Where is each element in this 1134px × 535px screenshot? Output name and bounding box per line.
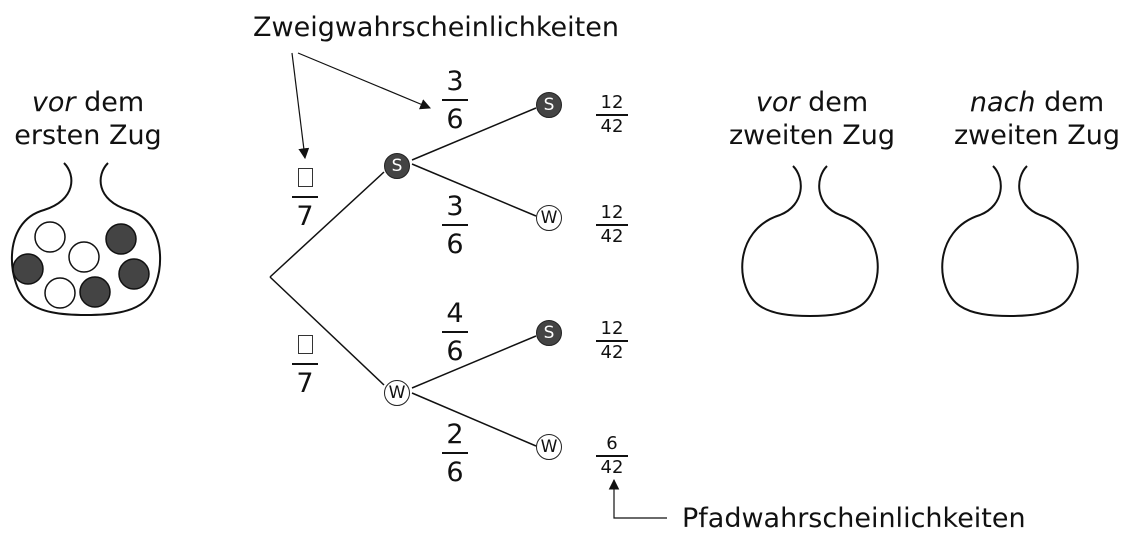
node-first-s: S [384,153,410,179]
fraction-first-s-numerator [297,165,313,196]
arrow-to-first-level [291,52,310,160]
path-probabilities-label: Pfadwahrscheinlichkeiten [682,503,1026,534]
fraction-ss: 3 6 [442,68,468,133]
path-ss-numerator: 12 [600,92,624,113]
urn-second-caption: vor dem zweiten Zug [712,86,912,152]
arrow-to-second-level [297,52,431,110]
fraction-ws: 4 6 [442,300,468,365]
fraction-first-s: 7 [292,165,318,230]
urn-third-caption-line1: nach dem [969,87,1105,118]
urn-first-caption-line1: vor dem [31,87,145,118]
urn-first-outline [11,162,161,317]
urn-first-caption: vor dem ersten Zug [0,86,176,152]
fraction-sw-numerator: 3 [446,191,464,222]
ball-black [12,253,44,285]
branch-w-s [411,335,537,389]
node-ws: S [536,320,562,346]
node-ww: W [536,434,562,460]
path-ww-numerator: 6 [606,433,618,454]
path-sw-denominator: 42 [600,226,624,247]
blank-box [297,168,313,187]
ball-black [118,258,150,290]
path-probability-ws: 12 42 [596,320,628,362]
fraction-bar [596,455,628,457]
path-ww-denominator: 42 [600,457,624,478]
fraction-ww: 2 6 [442,421,468,486]
fraction-first-w-numerator [297,332,313,363]
fraction-bar [442,224,468,226]
ball-white [68,241,100,273]
path-ws-denominator: 42 [600,342,624,363]
fraction-ss-numerator: 3 [446,66,464,97]
fraction-bar [292,196,318,198]
fraction-ww-denominator: 6 [446,457,464,488]
blank-box [297,335,313,354]
path-probability-sw: 12 42 [596,204,628,246]
fraction-bar [292,363,318,365]
fraction-first-w-denominator: 7 [296,368,314,399]
fraction-ws-denominator: 6 [446,336,464,367]
urn-third-caption: nach dem zweiten Zug [940,86,1134,152]
fraction-ww-numerator: 2 [446,419,464,450]
branch-root-s [269,171,385,278]
branch-s-w [411,163,537,217]
ball-white [34,221,66,253]
fraction-ws-numerator: 4 [446,298,464,329]
node-ss: S [536,92,562,118]
path-ss-denominator: 42 [600,116,624,137]
urn-third-caption-line2: zweiten Zug [953,120,1120,151]
urn-second-caption-line1: vor dem [755,87,869,118]
fraction-bar [596,224,628,226]
branch-probabilities-label: Zweigwahrscheinlichkeiten [253,12,619,43]
branch-w-w [411,392,537,447]
path-sw-numerator: 12 [600,202,624,223]
urn-second-outline [741,165,879,318]
node-first-w: W [384,380,410,406]
fraction-ss-denominator: 6 [446,104,464,135]
node-sw: W [536,205,562,231]
fraction-bar [442,99,468,101]
branch-s-s [411,107,537,161]
urn-third-outline [941,165,1079,318]
path-probability-ww: 6 42 [596,435,628,477]
fraction-bar [442,331,468,333]
fraction-sw-denominator: 6 [446,229,464,260]
ball-black [79,276,111,308]
ball-black [105,223,137,255]
fraction-bar [596,114,628,116]
path-ws-numerator: 12 [600,318,624,339]
fraction-sw: 3 6 [442,193,468,258]
arrow-to-path-probability [608,478,667,519]
fraction-bar [596,340,628,342]
ball-white [44,277,76,309]
fraction-bar [442,452,468,454]
urn-first-caption-line2: ersten Zug [14,120,162,151]
fraction-first-s-denominator: 7 [296,201,314,232]
path-probability-ss: 12 42 [596,94,628,136]
branch-root-w [269,276,385,386]
urn-second-caption-line2: zweiten Zug [728,120,895,151]
fraction-first-w: 7 [292,332,318,397]
